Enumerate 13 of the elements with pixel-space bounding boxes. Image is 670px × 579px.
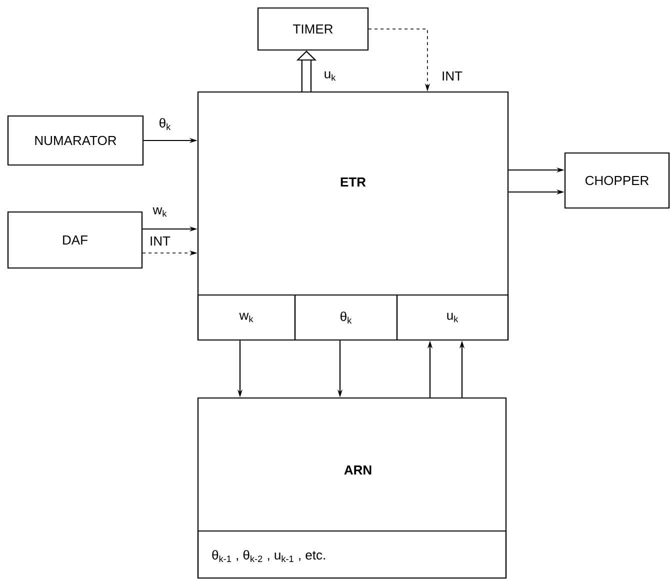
- edge-label: w$_{k}$: [152, 206, 168, 218]
- register-cell: u$_{k}$: [396, 294, 509, 341]
- edge-label: θ$_{k}$: [158, 117, 172, 131]
- edge-label: INT: [148, 236, 172, 246]
- edge-label: u$_{k}$: [322, 70, 338, 82]
- process-box: NUMARATOR: [7, 115, 144, 166]
- register-cell: θ$_{k}$: [294, 294, 398, 341]
- register-cell: θ$_{k-1}$ , θ$_{k-2}$ , u$_{k-1}$ , etc.: [197, 530, 507, 579]
- edge-label: INT: [440, 70, 464, 82]
- process-box: CHOPPER: [564, 152, 670, 209]
- process-box: DAF: [7, 211, 143, 269]
- register-cell: w$_{k}$: [197, 294, 296, 341]
- process-box: TIMER: [257, 7, 369, 51]
